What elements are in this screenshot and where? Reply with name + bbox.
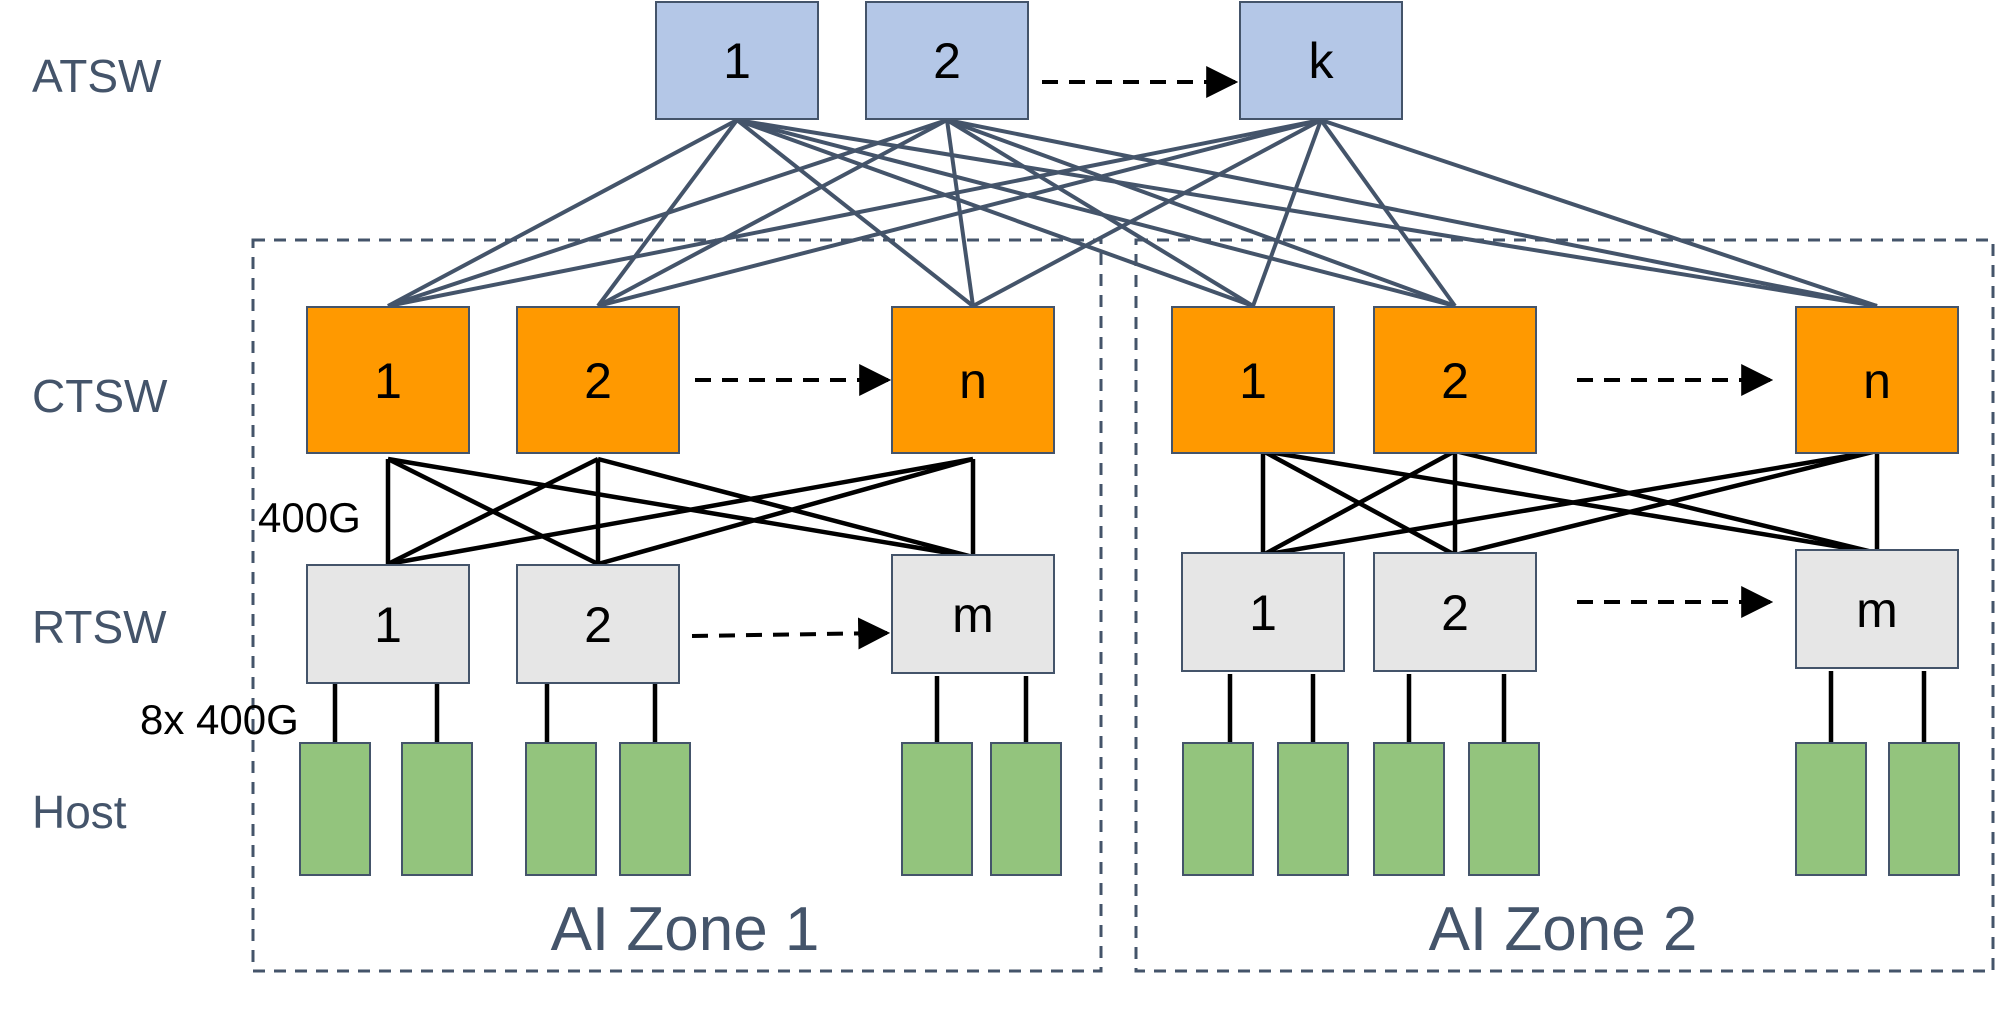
zone1-rtsw-node-1-label: 1: [374, 597, 402, 653]
ctsw-rtsw-bandwidth-label: 400G: [258, 494, 361, 541]
zone1-ctsw-node-1: 1: [306, 306, 470, 454]
atsw-node-2-label: 2: [933, 33, 961, 89]
uplink-line: [946, 118, 1456, 308]
zone2-rtsw-node-m-label: m: [1856, 582, 1898, 638]
downlink-line: [1261, 449, 1457, 557]
zone2-ctsw-node-1-label: 1: [1239, 353, 1267, 409]
uplink-line: [387, 118, 1322, 308]
atsw-node-k: k: [1239, 1, 1403, 120]
rtsw-host-links: [332, 671, 1927, 743]
zone2-rtsw-node-2-label: 2: [1441, 585, 1469, 641]
ctsw-rtsw-links: [385, 448, 1880, 567]
zone2-ctsw-node-n: n: [1795, 306, 1959, 454]
zone1-ctsw-node-2-label: 2: [584, 353, 612, 409]
uplink-line: [1251, 119, 1323, 307]
atsw-node-k-label: k: [1309, 33, 1335, 89]
host-box: [1795, 742, 1867, 876]
host-box: [1888, 742, 1960, 876]
zone2-ctsw-node-1: 1: [1171, 306, 1335, 454]
host-box: [1182, 742, 1254, 876]
zone2-rtsw-node-m: m: [1795, 549, 1959, 669]
tier-label-rtsw: RTSW: [32, 601, 167, 653]
zone1-rtsw-node-2: 2: [516, 564, 680, 684]
ai-zone-2-label: AI Zone 2: [1429, 895, 1698, 964]
host-box: [1277, 742, 1349, 876]
tier-label-host: Host: [32, 786, 127, 838]
tier-label-ctsw: CTSW: [32, 370, 168, 422]
zone1-ctsw-node-n: n: [891, 306, 1055, 454]
host-box: [901, 742, 973, 876]
zone1-ctsw-node-2: 2: [516, 306, 680, 454]
zone1-rtsw-node-1: 1: [306, 564, 470, 684]
zone1-rtsw-continuation-arrow: [691, 617, 891, 650]
uplink-line: [597, 118, 948, 308]
uplink-line: [387, 118, 948, 308]
downlink-line: [597, 456, 974, 560]
hosts: [299, 742, 1960, 876]
uplink-line: [972, 118, 1322, 308]
ai-zone-2-boundary: [1134, 238, 1995, 973]
host-box: [525, 742, 597, 876]
host-box: [299, 742, 371, 876]
tier-label-atsw: ATSW: [32, 50, 162, 102]
zone1-ctsw-node-1-label: 1: [374, 353, 402, 409]
host-box: [1373, 742, 1445, 876]
atsw-node-1: 1: [655, 1, 819, 120]
uplink-line: [946, 118, 1878, 308]
ai-zone-1-boundary: [251, 238, 1103, 973]
atsw-ctsw-links: [387, 118, 1878, 308]
uplink-line: [597, 118, 1322, 308]
downlink-line: [1454, 448, 1878, 558]
zone2-rtsw-node-1: 1: [1181, 552, 1345, 672]
zone2-rtsw-node-2: 2: [1373, 552, 1537, 672]
downlink-line: [387, 456, 974, 560]
zone2-ctsw-node-2: 2: [1373, 306, 1537, 454]
ai-zone-1-label: AI Zone 1: [551, 895, 820, 964]
downlink-line: [597, 456, 974, 567]
downlink-line: [386, 456, 600, 567]
uplink-line: [736, 118, 1878, 308]
host-box: [990, 742, 1062, 876]
downlink-line: [387, 456, 974, 567]
zone1-ctsw-node-n-label: n: [959, 353, 987, 409]
host-box: [1468, 742, 1540, 876]
host-box: [401, 742, 473, 876]
downlink-line: [1262, 448, 1878, 558]
uplink-line: [736, 118, 1254, 308]
atsw-node-2: 2: [865, 1, 1029, 120]
zone1-rtsw-node-m-label: m: [952, 587, 994, 643]
zone1-rtsw-node-2-label: 2: [584, 597, 612, 653]
zone2-ctsw-node-2-label: 2: [1441, 353, 1469, 409]
zone2-ctsw-node-n-label: n: [1863, 353, 1891, 409]
uplink-line: [1320, 118, 1878, 308]
zone2-rtsw-node-1-label: 1: [1249, 585, 1277, 641]
uplink-line: [387, 118, 738, 308]
uplink-line: [945, 118, 1255, 308]
zone1-rtsw-node-m: m: [891, 554, 1055, 674]
uplink-line: [1319, 118, 1457, 308]
host-box: [619, 742, 691, 876]
atsw-node-1-label: 1: [723, 33, 751, 89]
continuation-arrows: [691, 66, 1774, 650]
rtsw-host-bandwidth-label: 8x 400G: [140, 696, 299, 743]
